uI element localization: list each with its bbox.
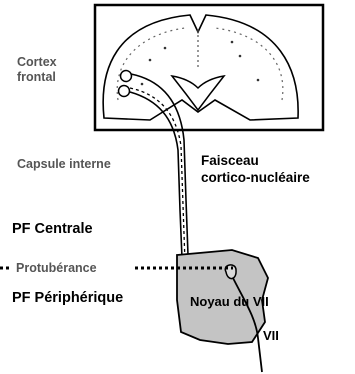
cortex-label-line2: frontal xyxy=(17,70,57,85)
cortical-neuron-upper xyxy=(121,71,132,82)
protuberance-label: Protubérance xyxy=(16,261,97,276)
cortical-neuron-lower xyxy=(119,86,130,97)
pf-peripherique-label: PF Périphérique xyxy=(12,290,123,307)
cortex-label: Cortex frontal xyxy=(17,55,57,85)
cortex-label-line1: Cortex xyxy=(17,55,57,70)
vii-label: VII xyxy=(263,328,279,343)
faisceau-label-line2: cortico-nucléaire xyxy=(201,169,310,186)
capsule-label: Capsule interne xyxy=(17,157,111,172)
faisceau-label-line1: Faisceau xyxy=(201,152,310,169)
faisceau-label: Faisceau cortico-nucléaire xyxy=(201,152,310,186)
noyau-label: Noyau du VII xyxy=(190,294,269,309)
pf-centrale-label: PF Centrale xyxy=(12,221,93,238)
